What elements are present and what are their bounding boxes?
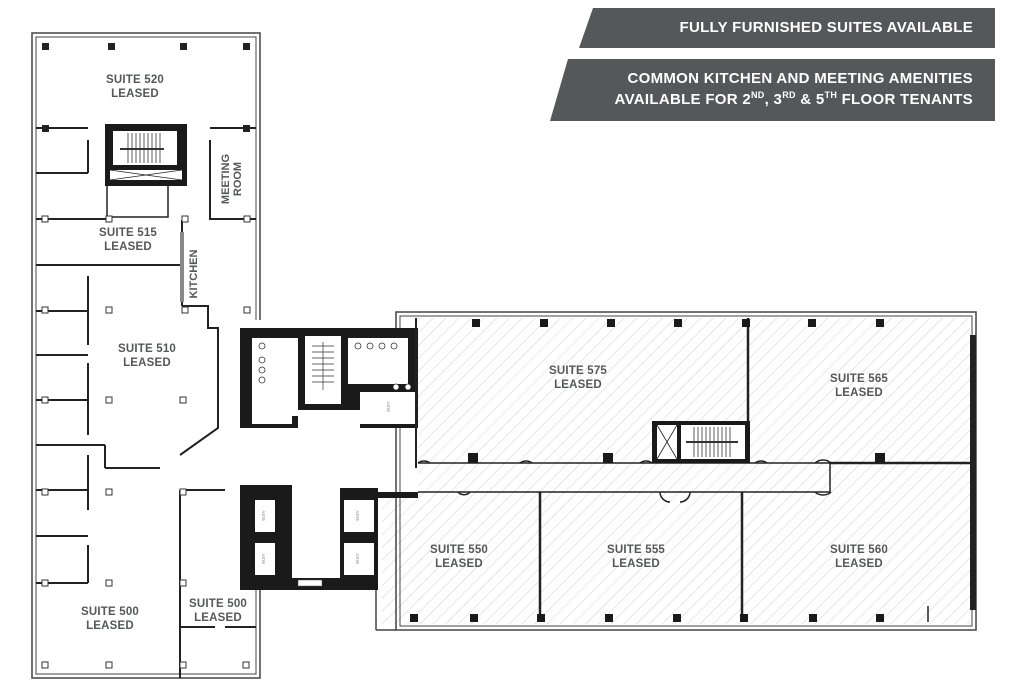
furnished-suites-banner: FULLY FURNISHED SUITES AVAILABLE [579, 8, 995, 48]
elevator-2-label: ELEV [260, 553, 266, 564]
kitchen-label: KITCHEN [188, 249, 200, 299]
elevator-3-label: ELEV [354, 510, 360, 521]
amenities-line-2: AVAILABLE FOR 2ND, 3RD & 5TH FLOOR TENAN… [614, 90, 973, 109]
elevator-4-label: ELEV [354, 553, 360, 564]
amenities-line-1: COMMON KITCHEN AND MEETING AMENITIES [627, 70, 973, 87]
amenities-banner: COMMON KITCHEN AND MEETING AMENITIES AVA… [550, 59, 995, 121]
central-core [240, 328, 418, 428]
elevator-core [240, 485, 418, 590]
columns [42, 43, 250, 132]
furnished-suites-text: FULLY FURNISHED SUITES AVAILABLE [679, 19, 973, 36]
east-stair-core [652, 421, 750, 463]
west-stair-core [105, 124, 187, 218]
east-wing-hatch [418, 318, 970, 624]
elevator-1-label: ELEV [260, 510, 266, 521]
elevator-5-label: ELEV [385, 401, 391, 412]
